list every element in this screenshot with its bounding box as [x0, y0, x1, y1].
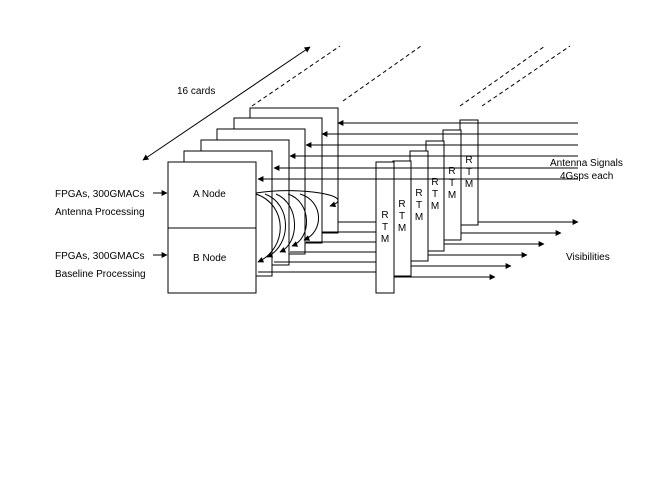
b-node-desc-line2: Baseline Processing — [55, 269, 146, 280]
rtm-letter: R — [465, 155, 472, 166]
processing-card-stack — [167, 107, 339, 294]
rtm-letter: M — [465, 179, 473, 190]
rtm-letter: M — [381, 234, 389, 245]
card-stack-arrow — [142, 46, 311, 161]
visibility-output-arrows — [258, 219, 579, 280]
rtm-letter: R — [398, 199, 405, 210]
rtm-letter: M — [448, 190, 456, 201]
rtm-board — [375, 161, 395, 294]
b-node-label: B Node — [193, 253, 227, 264]
antenna-signal-arrows — [257, 120, 578, 182]
rtm-letter: M — [398, 223, 406, 234]
a-node-desc-line2: Antenna Processing — [55, 207, 145, 218]
node-loop-arcs — [255, 190, 339, 263]
rtm-letter: M — [431, 201, 439, 212]
rtm-letter: T — [382, 222, 388, 233]
visibilities-label: Visibilities — [566, 252, 610, 263]
rtm-letter: T — [432, 189, 438, 200]
card-continuation-dashes — [251, 45, 571, 107]
rtm-letter: T — [399, 211, 405, 222]
a-node-label: A Node — [193, 189, 226, 200]
rtm-letter: R — [415, 188, 422, 199]
antenna-signals-label-line1: Antenna Signals — [550, 158, 623, 169]
antenna-signals-label-line2: 4Gsps each — [560, 171, 613, 182]
rtm-letter: R — [381, 210, 388, 221]
rtm-letter: T — [466, 167, 472, 178]
rtm-letter: T — [449, 178, 455, 189]
rtm-letter: R — [448, 166, 455, 177]
a-node-desc-line1: FPGAs, 300GMACs — [55, 189, 144, 200]
rtm-letter: T — [416, 200, 422, 211]
rtm-letter: M — [415, 212, 423, 223]
cards-count-label: 16 cards — [177, 86, 215, 97]
rtm-letter: R — [431, 177, 438, 188]
b-node-desc-line1: FPGAs, 300GMACs — [55, 251, 144, 262]
